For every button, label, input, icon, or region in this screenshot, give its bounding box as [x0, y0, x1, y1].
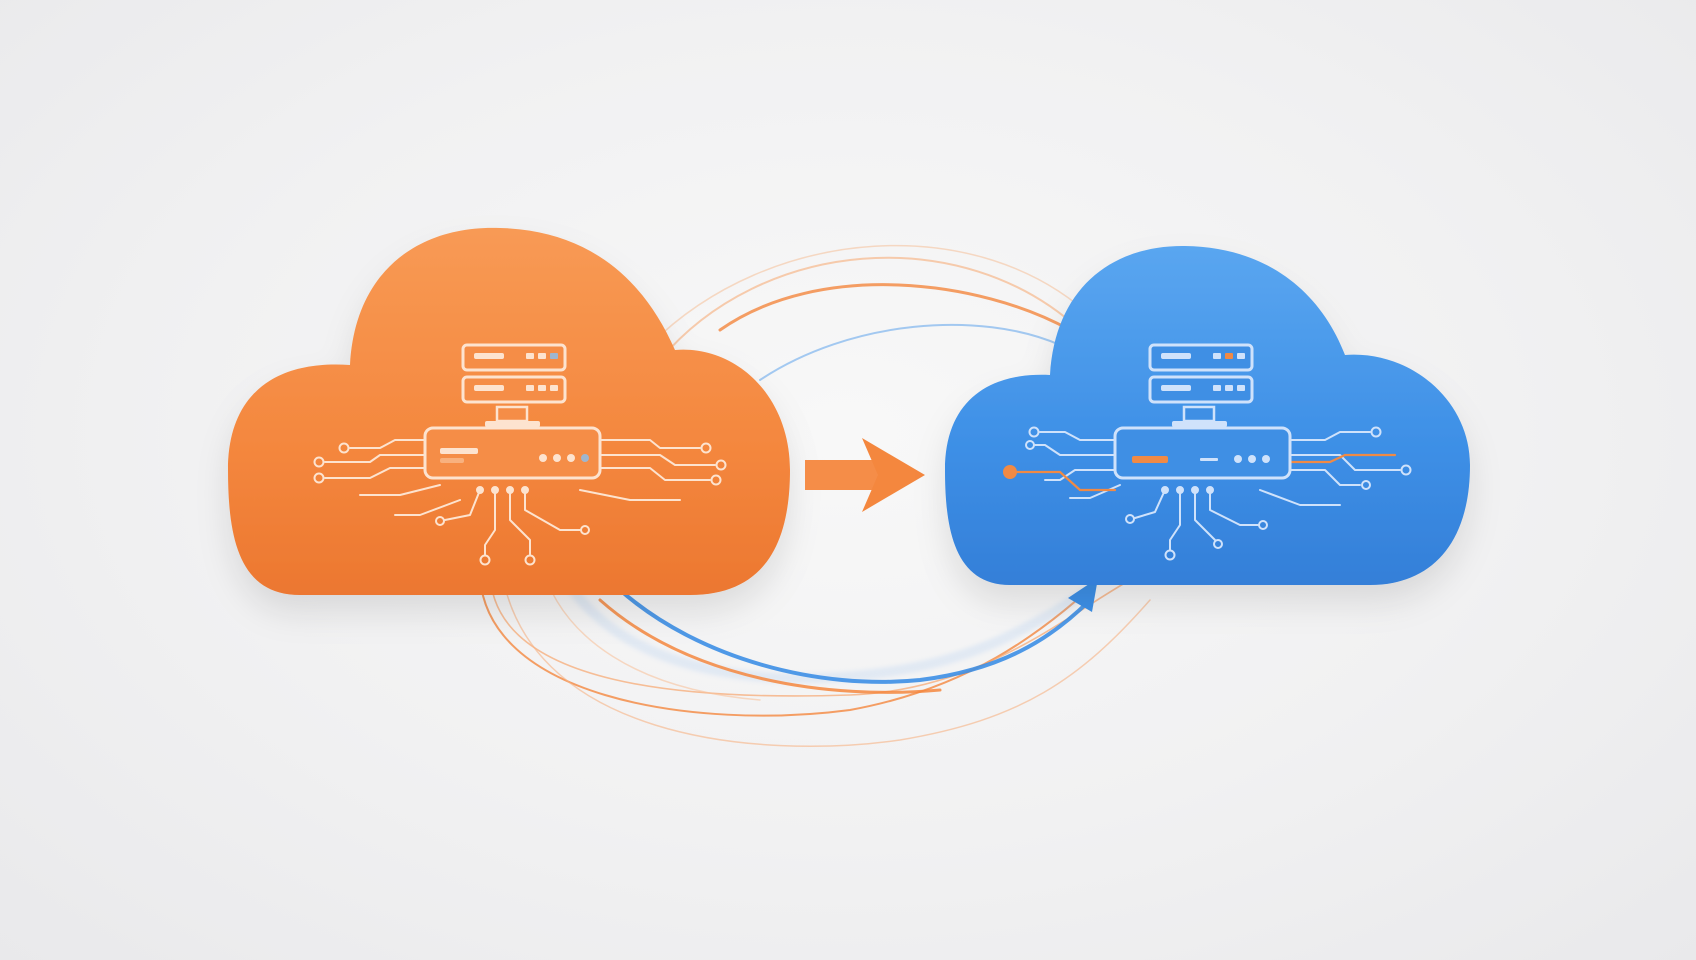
target-orange-circuit — [1013, 453, 1397, 492]
target-server-stack — [1113, 343, 1292, 480]
target-server-icon — [1025, 426, 1412, 561]
flow-lines-back — [649, 244, 1096, 381]
source-server-icon — [313, 439, 727, 566]
orange-node-dot — [1003, 465, 1017, 479]
transfer-arrow — [805, 438, 925, 512]
blue-flow-arrowhead — [1068, 578, 1098, 612]
source-server-stack — [423, 343, 602, 480]
